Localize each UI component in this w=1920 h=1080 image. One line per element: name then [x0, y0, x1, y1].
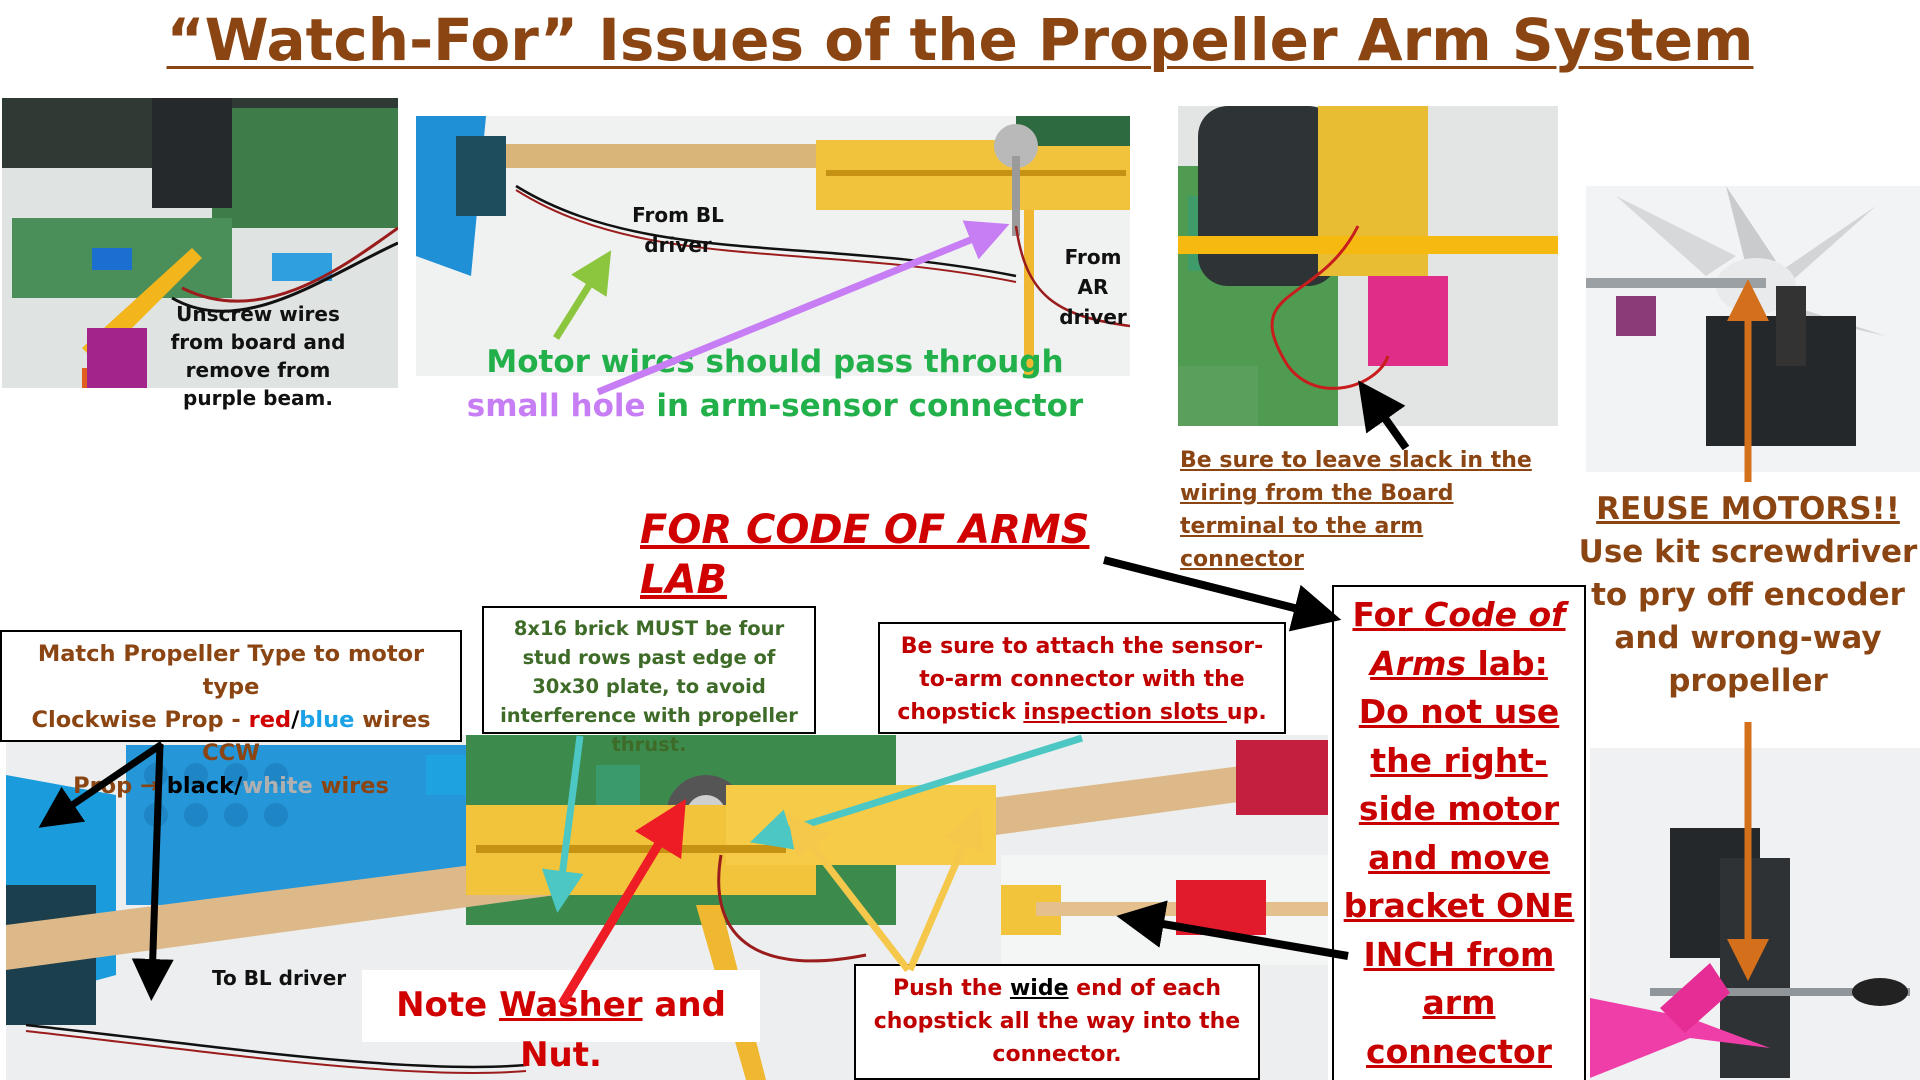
match-line2: Clockwise Prop - red/blue wires CCW: [31, 707, 431, 766]
motor-wires-line1: Motor wires should pass through: [486, 344, 1064, 380]
match-line1: Match Propeller Type to motor type: [37, 641, 425, 700]
code-of-arms-box: For Code of Arms lab: Do not use the rig…: [1332, 585, 1586, 1080]
code-of-arms-text: For Code of Arms lab: Do not use the rig…: [1343, 595, 1575, 1071]
code-of-arms-heading: FOR CODE OF ARMS LAB: [640, 507, 1090, 603]
photo-motor-wires: [416, 116, 1130, 376]
reuse-heading: REUSE MOTORS!!: [1596, 491, 1900, 527]
reuse-motors-block: REUSE MOTORS!! Use kit screwdriver to pr…: [1578, 488, 1918, 703]
unscrew-caption: Unscrew wires from board and remove from…: [170, 302, 346, 410]
photo-unscrew-wires: [2, 98, 398, 388]
small-hole-text: small hole: [466, 388, 646, 424]
attach-connector-box: Be sure to attach the sensor-to-arm conn…: [878, 622, 1286, 734]
push-chopstick-box: Push the wide end of each chopstick all …: [854, 964, 1260, 1080]
from-bl-label: From BL driver: [632, 203, 724, 257]
slack-caption: Be sure to leave slack in the wiring fro…: [1180, 448, 1532, 572]
match-propeller-box: Match Propeller Type to motor type Clock…: [0, 630, 462, 799]
reuse-body: Use kit screwdriver to pry off encoder a…: [1578, 534, 1918, 699]
to-bl-driver-label: To BL driver: [212, 966, 347, 990]
motor-wires-line2: small hole in arm-sensor connector: [420, 384, 1130, 428]
motor-wires-caption: Motor wires should pass through small ho…: [420, 340, 1130, 428]
photo-wiring-slack: [1178, 106, 1558, 426]
page-title: “Watch-For” Issues of the Propeller Arm …: [166, 6, 1754, 74]
match-line3: Prop → black/white wires: [73, 773, 389, 799]
from-ar-label: From AR driver: [1059, 245, 1127, 329]
photo-pink-propeller: [1590, 748, 1920, 1080]
photo-encoder: [1586, 186, 1920, 472]
washer-note-box: Note Washer and Nut.: [362, 970, 760, 1075]
arm-sensor-text: in arm-sensor connector: [645, 388, 1084, 424]
brick-warning-box: 8x16 brick MUST be four stud rows past e…: [482, 606, 816, 756]
